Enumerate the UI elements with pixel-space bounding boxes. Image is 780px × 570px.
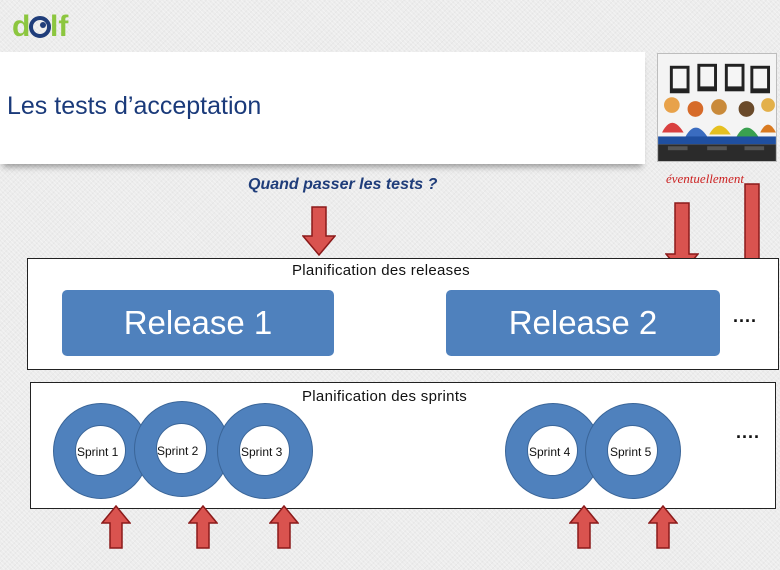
releases-panel-label: Planification des releases [292,262,470,279]
sprint-1-label: Sprint 1 [77,445,119,459]
sprint-ring [585,403,681,499]
sprint-5-label: Sprint 5 [610,445,652,459]
arrow-up-icon [101,505,131,549]
eventual-label: éventuellement [666,171,744,186]
svg-text:d: d [12,10,30,43]
sprints-panel-label: Planification des sprints [302,388,468,405]
arrow-up-icon [269,505,299,549]
release-2-box: Release 2 [446,290,720,356]
sprint-ring [134,401,230,497]
page-title: Les tests d’acceptation [7,92,262,120]
release-1-box: Release 1 [62,290,334,356]
releases-more-ellipsis: .... [733,306,758,326]
arrow-up-icon [188,505,218,549]
sprint-2-label: Sprint 2 [157,444,199,458]
sprints-more-ellipsis: .... [736,422,761,442]
testers-illustration [657,53,777,162]
dolf-logo: d lf [12,10,69,43]
arrow-down-icon [302,206,336,256]
title-band [0,52,645,164]
arrow-up-icon [648,505,678,549]
arrow-up-icon [569,505,599,549]
sprint-4-label: Sprint 4 [529,445,571,459]
question-label: Quand passer les tests ? [248,176,438,193]
sprint-ring [217,403,313,499]
svg-text:lf: lf [50,10,69,43]
sprint-3-label: Sprint 3 [241,445,283,459]
sprint-ring [53,403,149,499]
